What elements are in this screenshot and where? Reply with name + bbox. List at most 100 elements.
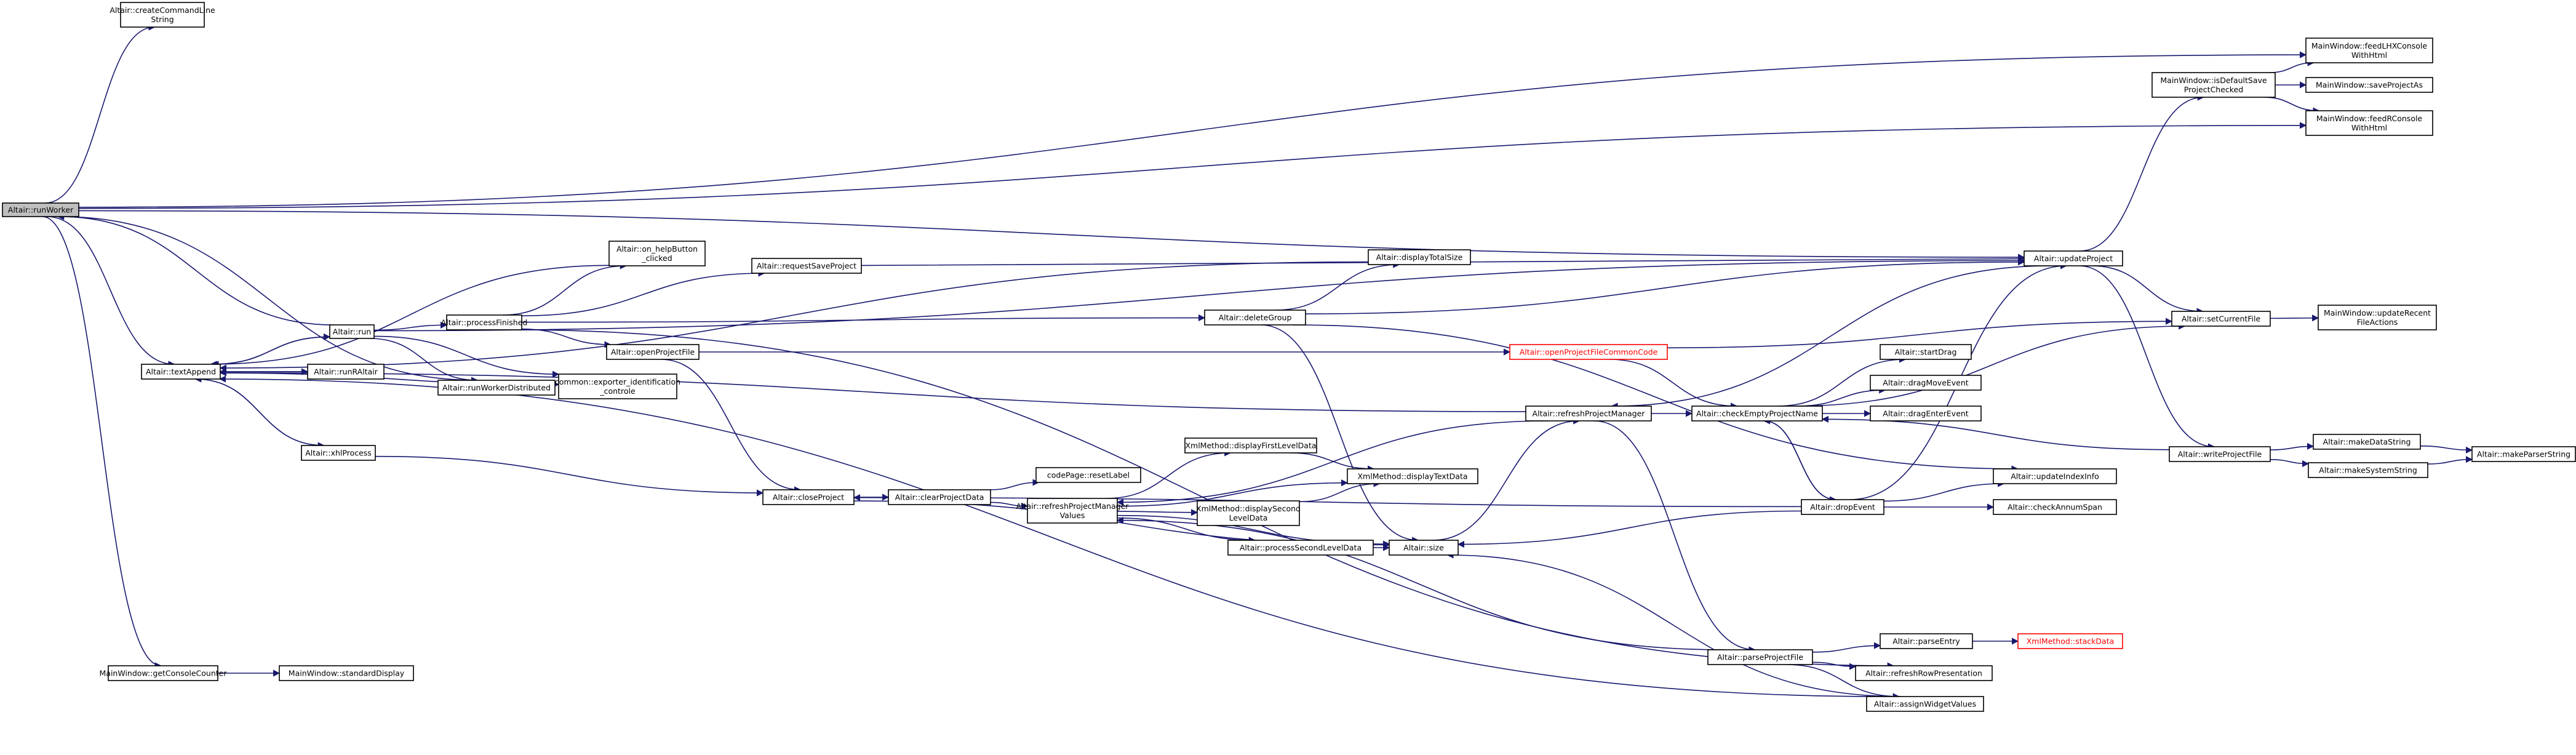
- edge-refresh-project-manager-to-refresh-pmvalues: [1116, 420, 1550, 506]
- node-label: Altair::runRAltair: [314, 367, 378, 377]
- node-close-project[interactable]: Altair::closeProject: [762, 489, 855, 505]
- edge-delete-group-to-update-index-info: [1292, 324, 2019, 473]
- node-assign-widget-values[interactable]: Altair::assignWidgetValues: [1866, 696, 1984, 712]
- node-parse-entry[interactable]: Altair::parseEntry: [1880, 633, 1973, 649]
- node-label: Altair::parseProjectFile: [1717, 653, 1803, 662]
- node-clear-project-data[interactable]: Altair::clearProjectData: [888, 489, 991, 505]
- edge-parse-project-file-to-refresh-row-presentation: [1812, 661, 1857, 670]
- edge-size-to-refresh-project-manager: [1432, 417, 1581, 541]
- node-set-current-file[interactable]: Altair::setCurrentFile: [2171, 311, 2271, 327]
- edge-open-project-file-common-code-to-check-empty-project-name: [1608, 359, 1738, 410]
- node-text-append[interactable]: Altair::textAppend: [141, 364, 221, 380]
- node-box: [1993, 499, 2117, 515]
- node-delete-group[interactable]: Altair::deleteGroup: [1204, 310, 1306, 326]
- node-box: [141, 364, 221, 380]
- node-box: [329, 324, 375, 339]
- node-display-total-size[interactable]: Altair::displayTotalSize: [1368, 249, 1471, 265]
- node-display-first-level-data[interactable]: XmlMethod::displayFirstLevelData: [1184, 437, 1317, 453]
- node-check-empty-project-name[interactable]: Altair::checkEmptyProjectName: [1691, 405, 1823, 421]
- node-label: Altair::refreshRowPresentation: [1865, 669, 1982, 678]
- edge-drop-event-to-update-index-info: [1883, 480, 2005, 502]
- node-label: Altair::runWorkerDistributed: [442, 383, 551, 393]
- edge-run-worker-to-create-command-line: [44, 23, 156, 204]
- node-run[interactable]: Altair::run: [329, 324, 375, 339]
- edge-run-to-exporter-identification: [373, 335, 560, 378]
- edge-refresh-project-manager-to-parse-project-file: [1593, 420, 1756, 653]
- node-box: [301, 445, 376, 461]
- edge-run-worker-distributed-to-run-worker: [57, 213, 478, 381]
- edge-display-first-level-data-to-display-text-data: [1290, 452, 1374, 473]
- node-box: [1870, 375, 1982, 391]
- node-stack-data[interactable]: XmlMethod::stackData: [2017, 633, 2123, 649]
- node-standard-display[interactable]: MainWindow::standardDisplay: [279, 665, 414, 681]
- node-label: Altair::writeProjectFile: [2178, 450, 2262, 459]
- node-process-second-level-data[interactable]: Altair::processSecondLevelData: [1227, 540, 1374, 556]
- node-label: XmlMethod::stackData: [2027, 637, 2115, 646]
- node-size[interactable]: Altair::size: [1389, 540, 1459, 556]
- edge-xhl-process-to-close-project: [375, 455, 764, 497]
- node-make-system-string[interactable]: Altair::makeSystemString: [2308, 462, 2428, 478]
- node-box: [1184, 437, 1317, 453]
- edge-run-to-run-worker-distributed: [369, 338, 479, 384]
- edge-update-project-to-write-project-file: [2078, 265, 2215, 450]
- node-check-annum-span[interactable]: Altair::checkAnnumSpan: [1993, 499, 2117, 515]
- edge-clear-project-data-to-reset-label: [989, 479, 1040, 490]
- node-drag-move-event[interactable]: Altair::dragMoveEvent: [1870, 375, 1982, 391]
- edge-refresh-pmvalues-to-display-first-level-data: [1106, 449, 1232, 499]
- node-update-project[interactable]: Altair::updateProject: [2024, 250, 2123, 266]
- node-make-data-string[interactable]: Altair::makeDataString: [2313, 434, 2421, 450]
- node-label: MainWindow::isDefaultSave: [2160, 76, 2267, 85]
- node-save-project-as[interactable]: MainWindow::saveProjectAs: [2305, 77, 2433, 93]
- node-label: Altair::dragMoveEvent: [1883, 378, 1968, 388]
- node-box: [2305, 110, 2433, 136]
- node-label: Altair::displayTotalSize: [1376, 253, 1463, 262]
- node-open-project-file[interactable]: Altair::openProjectFile: [606, 344, 700, 360]
- edge-refresh-pmvalues-to-display-second-level-data: [1117, 509, 1198, 516]
- node-box: [1027, 498, 1118, 524]
- node-open-project-file-common-code[interactable]: Altair::openProjectFileCommonCode: [1509, 344, 1668, 360]
- node-run-worker[interactable]: Altair::runWorker: [2, 202, 79, 217]
- node-drag-enter-event[interactable]: Altair::dragEnterEvent: [1870, 405, 1982, 421]
- node-start-drag[interactable]: Altair::startDrag: [1880, 344, 1972, 360]
- node-label: MainWindow::standardDisplay: [289, 669, 405, 678]
- node-label: XmlMethod::displayTextData: [1357, 472, 1467, 481]
- node-on-help-button[interactable]: Altair::on_helpButton_clicked: [608, 241, 706, 266]
- node-update-index-info[interactable]: Altair::updateIndexInfo: [1993, 468, 2117, 484]
- node-reset-label[interactable]: codePage::resetLabel: [1035, 467, 1141, 483]
- edge-display-total-size-to-text-append: [219, 261, 1369, 372]
- edge-process-finished-to-refresh-row-presentation: [514, 329, 1894, 669]
- node-label: Altair::requestSaveProject: [757, 262, 856, 271]
- edge-update-project-to-is-default-save: [2079, 94, 2204, 252]
- node-box: [1691, 405, 1823, 421]
- node-request-save-project[interactable]: Altair::requestSaveProject: [751, 258, 862, 274]
- node-exporter-identification[interactable]: common::exporter_identification_controle: [555, 374, 680, 399]
- node-label: Altair::closeProject: [773, 493, 844, 502]
- node-label: Altair::refreshProjectManager: [1016, 501, 1130, 511]
- node-label: String: [151, 15, 173, 24]
- node-box: [2024, 250, 2123, 266]
- node-get-console-counter[interactable]: MainWindow::getConsoleCounter: [100, 665, 228, 681]
- node-make-parser-string[interactable]: Altair::makeParserString: [2471, 446, 2576, 462]
- node-box: [446, 314, 522, 330]
- node-label: FileActions: [2357, 318, 2398, 327]
- node-display-text-data[interactable]: XmlMethod::displayTextData: [1347, 468, 1478, 484]
- node-drop-event[interactable]: Altair::dropEvent: [1801, 499, 1884, 515]
- node-process-finished[interactable]: Altair::processFinished: [441, 314, 528, 330]
- node-write-project-file[interactable]: Altair::writeProjectFile: [2169, 446, 2271, 462]
- edge-assign-widget-values-to-size: [1446, 551, 1902, 697]
- node-refresh-project-manager[interactable]: Altair::refreshProjectManager: [1525, 405, 1652, 421]
- node-refresh-row-presentation[interactable]: Altair::refreshRowPresentation: [1855, 665, 1993, 681]
- node-box: [2471, 446, 2576, 462]
- node-run-worker-distributed[interactable]: Altair::runWorkerDistributed: [437, 380, 556, 396]
- node-xhl-process[interactable]: Altair::xhlProcess: [301, 445, 376, 461]
- node-parse-project-file[interactable]: Altair::parseProjectFile: [1707, 649, 1813, 665]
- node-run-raltair[interactable]: Altair::runRAltair: [307, 364, 385, 380]
- node-label: Altair::dropEvent: [1810, 503, 1875, 512]
